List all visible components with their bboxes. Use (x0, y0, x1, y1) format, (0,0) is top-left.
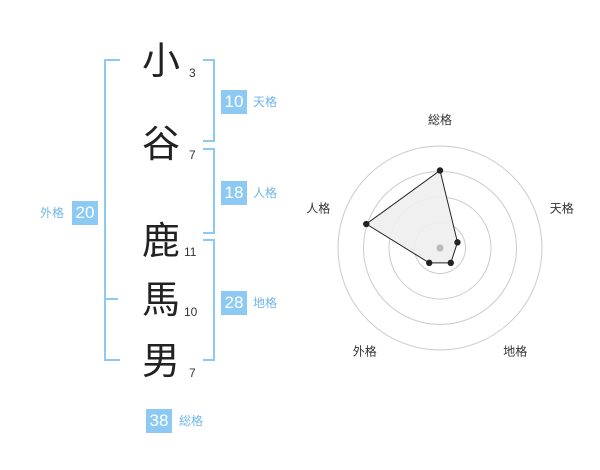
soukaku-label: 総格 (179, 414, 204, 428)
surname-char-2: 谷 (142, 122, 181, 166)
radar-point-5 (363, 220, 370, 228)
surname-char-2-strokes: 7 (189, 148, 196, 162)
gaikaku-value: 20 (72, 201, 98, 225)
radar-axis-label-4: 外格 (353, 344, 377, 359)
chikaku-value: 28 (221, 291, 247, 315)
radar-ring-4 (337, 145, 543, 351)
surname-char-1-strokes: 3 (189, 66, 196, 80)
gaikaku-bracket (104, 59, 120, 361)
given-char-1-strokes: 11 (184, 245, 197, 259)
soukaku-value: 38 (146, 409, 172, 433)
radar-axis-label-1: 総格 (428, 112, 452, 127)
radar-axis-label-2: 天格 (550, 200, 574, 215)
radar-point-4 (426, 259, 433, 267)
gaikaku-label: 外格 (40, 206, 65, 220)
given-char-3-strokes: 7 (189, 366, 196, 380)
jinkaku-label: 人格 (253, 186, 278, 200)
radar-point-2 (454, 239, 461, 246)
given-char-3: 男 (142, 339, 181, 383)
chikaku-label: 地格 (253, 296, 278, 310)
radar-point-3 (447, 259, 454, 267)
given-char-2: 馬 (142, 278, 181, 322)
radar-axis-label-5: 人格 (306, 200, 330, 215)
tenkaku-value: 10 (221, 90, 247, 114)
tenkaku-bracket (203, 59, 215, 142)
radar-center-dot (436, 244, 444, 252)
given-char-2-strokes: 10 (184, 305, 198, 319)
surname-char-1: 小 (142, 39, 181, 83)
radar-polygon (365, 169, 459, 264)
jinkaku-value: 18 (221, 181, 247, 205)
given-char-1: 鹿 (142, 219, 181, 263)
radar-point-1 (436, 167, 444, 174)
radar-axis-label-3: 地格 (503, 344, 527, 359)
tenkaku-label: 天格 (253, 95, 278, 109)
chikaku-bracket (203, 239, 215, 361)
gaikaku-bracket-tick (104, 298, 118, 300)
jinkaku-bracket (203, 148, 215, 234)
